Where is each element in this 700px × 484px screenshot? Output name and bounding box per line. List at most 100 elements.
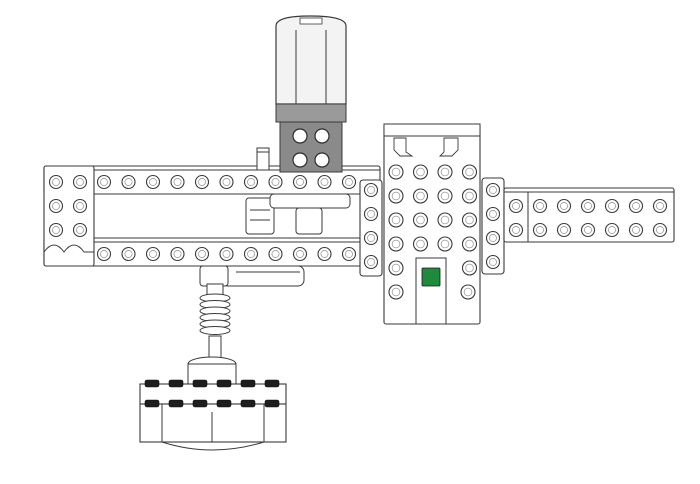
hub-hole: [437, 212, 453, 228]
beam-hole-inner: [149, 250, 157, 258]
beam-hole-inner: [76, 202, 84, 210]
spur-gear-icon: [245, 193, 351, 235]
stud: [264, 399, 280, 408]
frame-hole: [48, 222, 64, 238]
beam-hole-inner: [52, 178, 60, 186]
turntable-icon: [139, 356, 287, 451]
hub-hole: [388, 212, 404, 228]
lower-beam-hole: [121, 246, 136, 262]
hub-hole: [461, 260, 478, 276]
upper-beam-hole: [317, 174, 332, 190]
beam-hole-inner: [440, 239, 450, 249]
hub-hole: [388, 260, 404, 276]
beam-hole-inner: [656, 202, 664, 210]
upper-beam-hole: [341, 174, 357, 190]
hub-hole: [388, 284, 404, 300]
beam-hole-inner: [52, 226, 60, 234]
extension-hole: [508, 198, 524, 214]
extension-hole: [580, 222, 596, 238]
beam-hole-inner: [608, 226, 616, 234]
stud: [168, 399, 184, 408]
beam-hole-inner: [489, 258, 497, 266]
hub-hole: [461, 236, 478, 252]
connector-beam-right: [481, 177, 505, 275]
beam-hole-inner: [271, 250, 280, 258]
lower-beam-hole: [194, 246, 210, 262]
upper-beam-hole: [292, 174, 308, 190]
beam-hole-inner: [489, 210, 497, 218]
beam-hole-inner: [416, 215, 425, 225]
beam-hole-inner: [320, 178, 329, 186]
beam-hole-inner: [391, 191, 401, 201]
stud: [264, 379, 280, 388]
beam-hole-inner: [656, 226, 664, 234]
beam-hole-inner: [296, 178, 304, 186]
frame-hole: [48, 174, 64, 190]
beam-hole-inner: [100, 178, 108, 186]
axle-peg: [256, 147, 270, 171]
upper-beam-hole: [268, 174, 283, 190]
beam-hole-inner: [149, 178, 157, 186]
hub-button: [421, 267, 441, 287]
motor-hole: [292, 128, 308, 144]
extension-hole: [532, 198, 548, 214]
beam-hole-inner: [52, 202, 60, 210]
hub-hole: [412, 236, 429, 252]
connector-hole: [363, 230, 379, 246]
stud: [192, 399, 208, 408]
extension-hole: [652, 222, 668, 238]
connector-hole: [485, 182, 501, 198]
hub-hole: [437, 236, 453, 252]
beam-hole-inner: [465, 239, 474, 249]
beam-hole-inner: [584, 202, 592, 210]
left-end-frame: [43, 165, 95, 267]
hub-hole: [460, 284, 476, 300]
beam-hole-inner: [416, 191, 425, 201]
extension-hole: [628, 222, 644, 238]
beam-hole-inner: [512, 226, 520, 234]
hub-hole: [461, 164, 478, 180]
stud: [240, 399, 256, 408]
beam-hole-inner: [100, 250, 108, 258]
beam-hole-inner: [632, 202, 640, 210]
beam-hole-inner: [560, 202, 568, 210]
frame-hole: [72, 174, 88, 190]
beam-hole-inner: [367, 258, 375, 266]
lower-beam-hole: [317, 246, 332, 262]
motor-hole: [314, 128, 330, 144]
beam-hole-inner: [198, 250, 206, 258]
extension-hole: [556, 198, 572, 214]
beam-hole-inner: [489, 186, 497, 194]
beam-hole-inner: [76, 226, 84, 234]
connector-hole: [363, 182, 379, 198]
hub-hole: [412, 164, 429, 180]
upper-beam-hole: [145, 174, 161, 190]
small-hub-icon: [383, 123, 481, 325]
lower-beam-hole: [145, 246, 161, 262]
worm-gear-icon: [199, 283, 231, 361]
beam-hole-inner: [367, 186, 375, 194]
motor-hole: [292, 152, 308, 168]
beam-hole-inner: [345, 178, 353, 186]
frame-hole: [48, 198, 64, 214]
beam-hole-inner: [367, 210, 375, 218]
hub-hole: [461, 212, 478, 228]
beam-hole-inner: [416, 167, 425, 177]
lower-beam-hole: [219, 246, 234, 262]
beam-hole-inner: [198, 178, 206, 186]
beam-hole-inner: [247, 178, 255, 186]
connector-beam-left: [359, 179, 383, 277]
beam-hole-inner: [440, 191, 450, 201]
beam-hole-inner: [391, 215, 401, 225]
medium-motor-icon: [275, 15, 347, 173]
upper-beam-hole: [121, 174, 136, 190]
hub-hole: [461, 188, 478, 204]
lower-beam: [43, 237, 381, 267]
beam-hole-inner: [345, 250, 353, 258]
connector-hole: [485, 254, 501, 270]
extension-hole: [532, 222, 548, 238]
upper-beam-hole: [243, 174, 259, 190]
beam-hole-inner: [463, 287, 473, 297]
